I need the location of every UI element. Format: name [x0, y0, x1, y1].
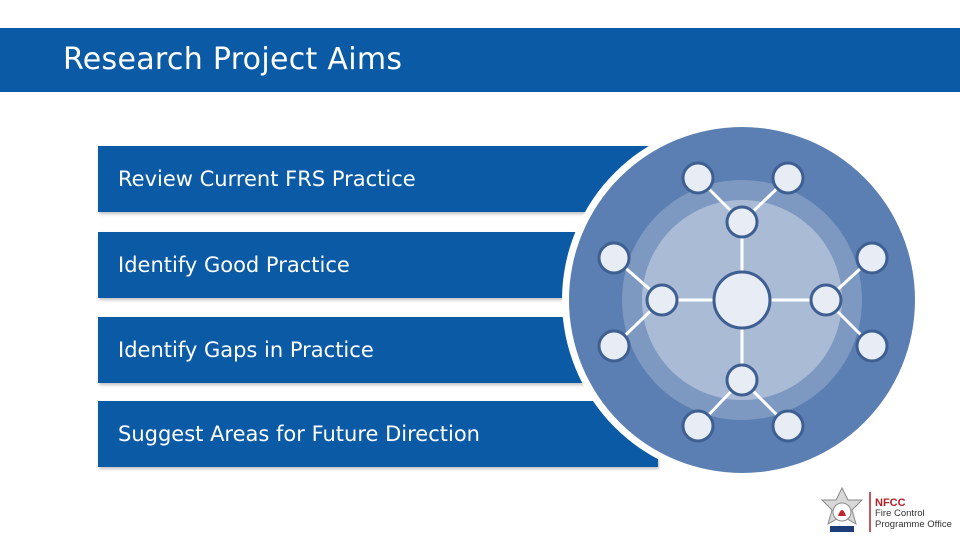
aim-future-direction: Suggest Areas for Future Direction: [98, 401, 658, 467]
node: [681, 409, 715, 443]
aim-label: Review Current FRS Practice: [118, 167, 416, 191]
node: [809, 283, 843, 317]
title-bar: [0, 28, 960, 92]
aim-identify-gaps: Identify Gaps in Practice: [98, 317, 588, 383]
diagram-nodes: [597, 161, 889, 443]
node: [725, 205, 759, 239]
aim-label: Identify Good Practice: [118, 253, 350, 277]
node: [597, 329, 631, 363]
node: [771, 161, 805, 195]
node: [725, 363, 759, 397]
logo-line2: Programme Office: [875, 519, 952, 530]
logo-line1: Fire Control: [875, 508, 925, 519]
node: [771, 409, 805, 443]
aim-label: Suggest Areas for Future Direction: [118, 422, 480, 446]
logo-name: NFCC: [875, 497, 906, 509]
node: [645, 283, 679, 317]
crest: [820, 486, 864, 532]
fire-service-crest-icon: [820, 486, 871, 532]
network-hub-icon: [562, 120, 922, 480]
logo-subtitle: Fire Control Programme Office: [875, 508, 960, 530]
node: [855, 329, 889, 363]
node: [597, 241, 631, 275]
aim-identify-good-practice: Identify Good Practice: [98, 232, 588, 298]
node: [681, 161, 715, 195]
slide-title: Research Project Aims: [63, 42, 403, 77]
hub-node: [712, 270, 772, 330]
aim-label: Identify Gaps in Practice: [118, 338, 374, 362]
aim-review-current-practice: Review Current FRS Practice: [98, 146, 658, 212]
node: [855, 241, 889, 275]
